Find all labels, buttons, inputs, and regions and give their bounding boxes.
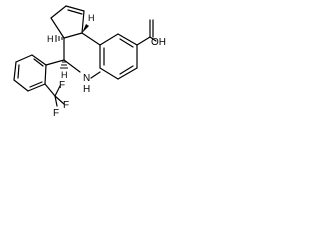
aromatic-inner-bond [17,64,20,79]
stereo-hash-mid [60,61,68,69]
bond [50,5,67,19]
bond [27,83,46,92]
tetrahydroquinoline-ring [63,32,101,79]
bond [13,79,29,92]
hydroxyl-label: OH [151,37,166,48]
trifluoromethyl-group [44,83,65,107]
bond [90,71,101,79]
carboxylic-acid-group [136,19,157,46]
bond [63,59,81,73]
bond [54,85,61,97]
chemical-structure-drawing: H H H OH N H F F F [13,5,166,119]
benzene-ring-right [99,33,138,80]
bond [63,32,83,39]
bond [31,54,47,66]
stereo-h-label-mid: H [61,70,68,80]
bond [99,33,119,46]
double-bond-inner [67,9,83,15]
bond [65,5,85,12]
aromatic-inner-bond [29,81,43,88]
aromatic-inner-bond [119,38,134,48]
bond [117,33,138,46]
phenyl-ring-left [13,54,65,92]
bond [15,54,33,63]
bond [50,17,65,39]
stereo-hash-left [55,35,63,42]
bond [136,36,151,46]
amine-hydrogen-label: H [83,84,90,95]
stereo-wedge-top [82,24,89,33]
aromatic-inner-bond [119,65,134,75]
aromatic-inner-bond [33,58,44,67]
fluorine-label-1: F [59,80,65,91]
bond [13,61,17,81]
amine-nitrogen-label: N [83,73,90,84]
cyclopentene-ring [50,5,85,39]
fluorine-label-3: F [63,100,69,111]
bond [99,67,119,80]
bond [81,10,85,34]
stereo-h-label-top: H [88,13,95,23]
bond [117,67,138,80]
bond [81,32,101,46]
bond [45,59,65,66]
stereo-h-label-left: H [47,34,54,44]
bond [149,36,157,42]
bond [44,83,56,97]
bond [54,95,65,105]
bond [44,64,47,85]
structure-canvas: H H H OH N H F F F [0,0,170,121]
fluorine-label-2: F [53,108,59,119]
bond [54,95,58,107]
